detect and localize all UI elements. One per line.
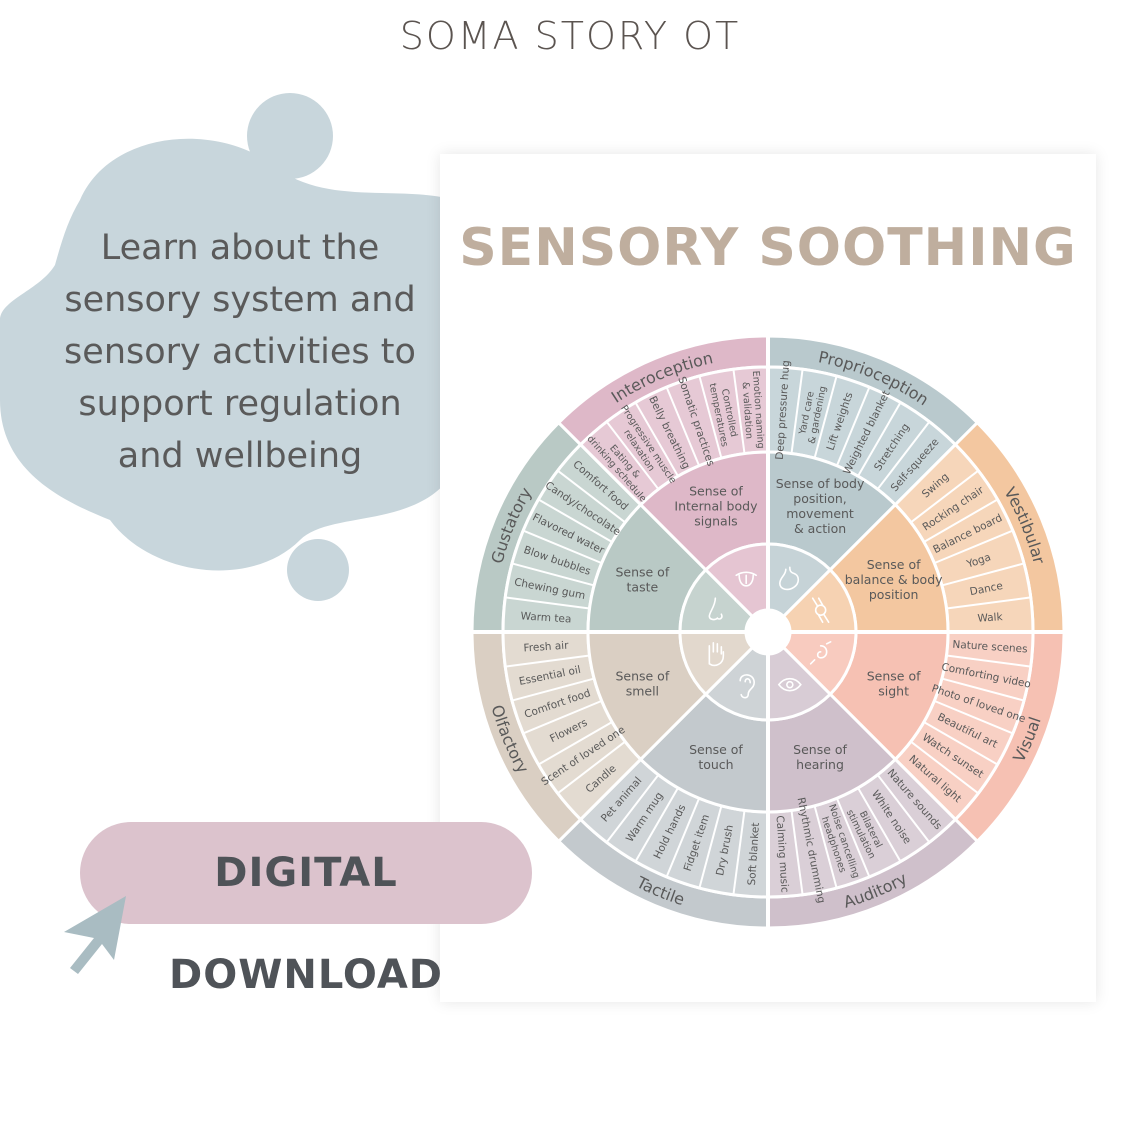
activity-divider <box>732 810 746 895</box>
cloud-blob <box>0 93 455 601</box>
inner-ear-icon <box>809 641 832 665</box>
activity-divider <box>522 529 603 565</box>
activity-divider <box>813 375 838 459</box>
activity-divider <box>538 498 613 543</box>
activity-divider <box>835 797 871 878</box>
activity-divider <box>557 469 626 524</box>
wheel-hub <box>746 610 790 654</box>
poster-title: SENSORY SOOTHING <box>459 218 1077 278</box>
activity-divider <box>511 562 595 587</box>
activity-divider <box>538 721 613 766</box>
activity-divider <box>910 740 979 795</box>
activity-divider <box>876 421 931 490</box>
activity-divider <box>634 402 679 477</box>
activity-divider <box>698 805 723 889</box>
stomach-icon <box>779 566 800 591</box>
cursor-arrow-icon <box>64 896 126 974</box>
activity-divider <box>522 699 603 735</box>
tagline: Learn about the sensory system and senso… <box>64 228 416 476</box>
activity-divider <box>557 740 626 795</box>
activity-divider <box>605 774 660 843</box>
activity-label: Emotion naming& validation <box>739 370 766 449</box>
activity-label: Walk <box>977 611 1004 625</box>
activity-divider <box>732 369 746 454</box>
activity-divider <box>835 386 871 467</box>
activity-divider <box>857 402 902 477</box>
activity-divider <box>665 797 701 878</box>
digital-download-button[interactable]: DIGITAL DOWNLOAD <box>80 822 532 998</box>
activity-divider <box>605 421 660 490</box>
activity-divider <box>698 375 723 459</box>
activity-divider <box>511 677 595 702</box>
activity-divider <box>876 774 931 843</box>
activity-divider <box>790 369 804 454</box>
activity-divider <box>923 721 998 766</box>
activity-divider <box>941 562 1025 587</box>
eye-icon <box>777 677 802 692</box>
digital-download-label: DIGITAL DOWNLOAD <box>169 850 443 998</box>
activity-label: Nature scenes <box>952 639 1028 656</box>
nose-icon <box>708 597 723 621</box>
tongue-icon <box>735 571 757 587</box>
hand-icon <box>708 642 725 667</box>
activity-divider <box>910 469 979 524</box>
activity-divider <box>941 677 1025 702</box>
activity-divider <box>857 787 902 862</box>
joint-icon <box>811 597 830 623</box>
activity-divider <box>634 787 679 862</box>
activity-divider <box>813 805 838 889</box>
activity-divider <box>933 529 1014 565</box>
activity-divider <box>946 596 1031 610</box>
activity-divider <box>923 498 998 543</box>
activity-label: Fresh air <box>523 640 569 655</box>
activity-label: Warm tea <box>520 610 572 625</box>
activity-divider <box>505 596 590 610</box>
brand-name: SOMA STORY OT <box>399 14 741 58</box>
activity-label: Calming music <box>774 815 791 893</box>
ear-icon <box>739 674 755 699</box>
activity-divider <box>790 810 804 895</box>
activity-divider <box>933 699 1014 735</box>
activity-divider <box>665 386 701 467</box>
activity-label: Soft blanket <box>746 822 762 886</box>
activity-divider <box>505 654 590 668</box>
activity-divider <box>946 654 1031 668</box>
